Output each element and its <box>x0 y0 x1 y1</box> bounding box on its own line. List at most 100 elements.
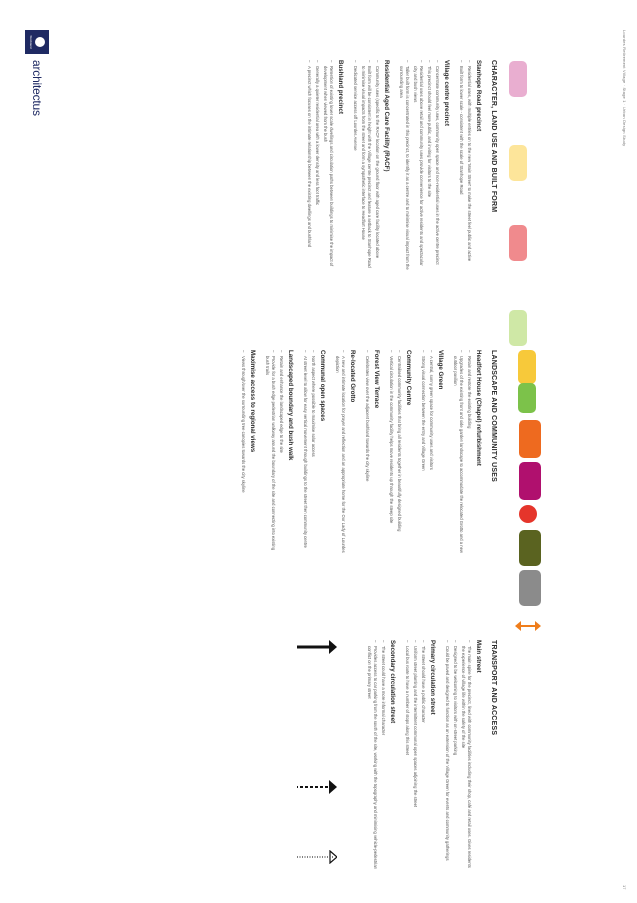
bullet-item: The street should have a public characte… <box>420 640 426 870</box>
bullet-item: Generally a quieter residential area wit… <box>314 60 320 270</box>
section-village-centre: Village centre precinct Concentrate comm… <box>398 60 450 270</box>
transport-column: TRANSPORT AND ACCESS Main street The mai… <box>358 640 497 870</box>
section-primary-circulation: Primary circulation street The street sh… <box>404 640 436 870</box>
bullet-item: Celebrates view over the adjacent bushla… <box>364 350 370 560</box>
bullet-item: Built form to lower scale - consistent w… <box>458 60 464 270</box>
badge-symbol-icon <box>35 37 45 47</box>
section-title: Re-located Grotto <box>349 350 356 403</box>
section-title: Village Green <box>437 350 444 390</box>
legend-swatch-orange <box>519 420 541 458</box>
bullet-item: Retain and restore the existing building <box>466 350 472 560</box>
bullet-item: Upgrades of the existing front and side … <box>452 350 464 560</box>
section-title: Headfort House (Chapel) refurbishment <box>475 350 482 466</box>
bullet-item: Provides access to car parking from the … <box>366 640 378 870</box>
bullet-item: Residential uses above retail and commun… <box>412 60 424 270</box>
bullet-item: Community uses (specific to the RACF loc… <box>374 60 380 270</box>
bullet-item: A precinct which focuses on the intimate… <box>306 60 312 270</box>
legend-swatch-green-light <box>509 310 527 346</box>
section-title: Residential Aged Care Facility (RACF) <box>383 60 390 172</box>
section-title: Landscaped boundary and bush walk <box>287 350 294 461</box>
bullet-list: Celebrates view over the adjacent bushla… <box>364 350 370 560</box>
section-title: Village centre precinct <box>443 60 450 126</box>
legend-swatch-pink <box>509 61 527 97</box>
legend-swatch-magenta <box>519 462 541 500</box>
primary-circulation-arrow-icon <box>292 780 337 794</box>
bullet-list: Retention of existing lower scale dwelli… <box>306 60 334 270</box>
section-forest-view: Forest View Terrace Celebrates view over… <box>364 350 380 560</box>
section-title: Maximise access to regional views <box>249 350 256 453</box>
bullet-item: Provide for a bush edge pedestrian walkw… <box>264 350 276 560</box>
legend-swatch-green <box>518 383 536 413</box>
legend-arrow-orange-icon <box>510 620 541 632</box>
section-secondary-circulation: Secondary circulation street The street … <box>366 640 396 870</box>
bullet-item: At street level to allow for easy vertic… <box>302 350 308 560</box>
legend-swatch-yellow <box>518 350 536 384</box>
section-racf: Residential Aged Care Facility (RACF) Co… <box>352 60 390 270</box>
bullet-list: Views through/over the surrounding tree … <box>240 350 246 560</box>
character-heading: CHARACTER, LAND USE AND BUILT FORM <box>490 60 497 213</box>
section-title: Secondary circulation street <box>389 640 396 724</box>
section-headfort: Headfort House (Chapel) refurbishment Re… <box>452 350 482 560</box>
section-title: Communal open spaces <box>319 350 326 422</box>
transport-heading: TRANSPORT AND ACCESS <box>490 640 497 736</box>
bullet-item: The street could have a more informal ch… <box>380 640 386 870</box>
bullet-list: A new and intimate location for prayer a… <box>334 350 346 560</box>
bullet-item: Dedicated service access off Lourdes Ave… <box>352 60 358 270</box>
section-village-green: Village Green A central, sunny green spa… <box>420 350 444 560</box>
section-title: Main street <box>475 640 482 673</box>
bullet-list: Residential uses, with multiple entries … <box>458 60 472 270</box>
footer-text: Lourdes Retirement Village · Stage 1 · U… <box>622 30 627 147</box>
stockland-badge: Stockland <box>25 30 49 54</box>
section-title: Forest View Terrace <box>373 350 380 409</box>
legend-swatch-red <box>509 225 527 261</box>
legend-swatch-olive <box>519 530 541 566</box>
bullet-list: A central, sunny green space for communi… <box>420 350 434 560</box>
bullet-list: The main spine for the precinct, lined w… <box>444 640 472 870</box>
landscape-heading: LANDSCAPE AND COMMUNITY USES <box>490 350 497 482</box>
bullet-item: A new and intimate location for prayer a… <box>334 350 346 560</box>
logo: Stockland architectus <box>25 30 49 116</box>
section-title: Stanhope Road precinct <box>475 60 482 132</box>
section-landscaped-boundary: Landscaped boundary and bush walk Retain… <box>264 350 294 560</box>
bullet-item: Concentrate community uses, community op… <box>434 60 440 270</box>
bullet-item: Could be paved and designed to function … <box>444 640 450 870</box>
bullet-item: Residential uses, with multiple entries … <box>466 60 472 270</box>
bullet-item: Centralised community facilities that br… <box>396 350 402 560</box>
bullet-list: Retain and enhance the landscaped edge t… <box>264 350 284 560</box>
section-community-centre: Community Centre Centralised community f… <box>388 350 412 560</box>
badge-label: Stockland <box>29 35 33 49</box>
bullet-item: The main spine for the precinct, lined w… <box>460 640 472 870</box>
section-main-street: Main street The main spine for the preci… <box>444 640 482 870</box>
bullet-item: A central, sunny green space for communi… <box>428 350 434 560</box>
page-number: 17 <box>622 885 627 890</box>
bullet-item: Retain and enhance the landscaped edge t… <box>278 350 284 560</box>
bullet-item: Retention of existing lower scale dwelli… <box>322 60 334 270</box>
bullet-item: Local bus route to have a number of stop… <box>404 640 410 870</box>
section-communal-open: Communal open spaces North aspect where … <box>302 350 326 560</box>
section-grotto: Re-located Grotto A new and intimate loc… <box>334 350 356 560</box>
bullet-list: North aspect where possible to maximise … <box>302 350 316 560</box>
section-title: Bushland precinct <box>337 60 344 114</box>
bullet-item: Designed to be welcoming to visitors wit… <box>452 640 458 870</box>
bullet-list: Concentrate community uses, community op… <box>398 60 440 270</box>
section-title: Community Centre <box>405 350 412 406</box>
section-bushland: Bushland precinct Retention of existing … <box>306 60 344 270</box>
character-column: CHARACTER, LAND USE AND BUILT FORM Stanh… <box>298 60 497 270</box>
bullet-item: Built form will be consistent in height … <box>360 60 372 270</box>
bullet-item: Taller built form is concentrated in thi… <box>398 60 410 270</box>
section-stanhope: Stanhope Road precinct Residential uses,… <box>458 60 482 270</box>
bullet-item: Vertical circulation in the community fa… <box>388 350 394 560</box>
section-title: Primary circulation street <box>429 640 436 715</box>
bullet-list: Centralised community facilities that br… <box>388 350 402 560</box>
brand-name: architectus <box>30 60 44 116</box>
bullet-list: The street should have a public characte… <box>404 640 426 870</box>
bullet-item: North aspect where possible to maximise … <box>310 350 316 560</box>
legend-swatch-yellow-light <box>509 145 527 181</box>
bullet-list: Retain and restore the existing building… <box>452 350 472 560</box>
legend-swatch-grey <box>519 570 541 606</box>
legend-dot-red <box>519 505 537 523</box>
bullet-item: This precinct should feel more public, a… <box>426 60 432 270</box>
bullet-list: Community uses (specific to the RACF loc… <box>352 60 380 270</box>
bullet-item: Uniform street planting and the intermit… <box>412 640 418 870</box>
